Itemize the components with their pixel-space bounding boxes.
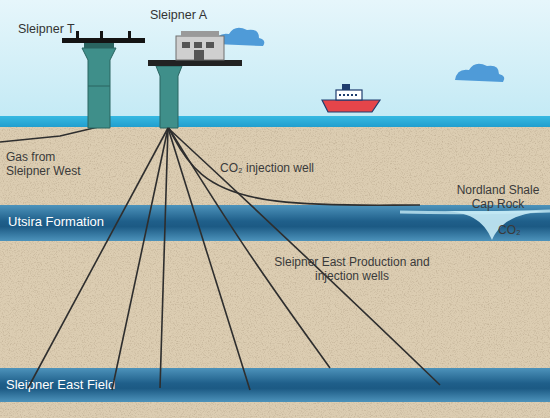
platform-drawing: [70, 36, 145, 128]
well-line: [112, 128, 168, 390]
reservoir-band: Sleipner East Field: [0, 368, 550, 402]
caprock-label: Nordland Shale Cap Rock: [448, 183, 548, 211]
platform-node: Sleipner A: [148, 28, 242, 128]
building-window: [182, 42, 190, 48]
well-label: CO₂ injection well: [220, 161, 314, 175]
edge-layer: [169, 128, 420, 368]
node-label: Sleipner East Field: [6, 378, 115, 392]
node-label: Sleipner A: [150, 8, 207, 22]
tower-band: [88, 86, 110, 87]
platform-tower: [82, 48, 116, 128]
formation-band: Utsira Formation: [0, 205, 550, 241]
deck-post: [100, 31, 103, 39]
building-window: [194, 42, 202, 48]
well-connector: [169, 128, 420, 205]
cloud: [455, 64, 504, 82]
sky: [0, 0, 550, 118]
platform-deck: [62, 38, 145, 43]
node-label: Utsira Formation: [8, 215, 104, 229]
co2-label: CO₂: [498, 223, 521, 237]
ship-windows: [339, 94, 359, 96]
ship-cabin: [336, 90, 362, 100]
platform-leg: [156, 66, 182, 128]
well-label: Sleipner East Production and injection w…: [262, 255, 442, 283]
ship-funnel: [342, 84, 350, 90]
sediment: [0, 127, 550, 418]
pipeline-label: Gas from Sleipner West: [6, 150, 88, 178]
sediment-texture: [0, 127, 550, 418]
platform-deck: [148, 60, 242, 66]
building-window: [206, 42, 214, 48]
co2-plume: [440, 211, 550, 240]
platform-building: [176, 36, 224, 60]
tower-cap: [84, 43, 114, 48]
platform-node: Sleipner T: [70, 36, 145, 128]
building-door: [194, 50, 204, 60]
deck-post: [76, 31, 79, 39]
ship-hull: [322, 100, 380, 112]
platform-drawing: [148, 28, 242, 128]
co2-spread: [400, 211, 550, 213]
well-line: [160, 128, 168, 388]
sea: [0, 116, 550, 128]
node-label: Sleipner T: [18, 22, 75, 36]
well-connector: [169, 128, 330, 368]
ship: [322, 84, 380, 112]
deck-post: [128, 31, 131, 39]
gas-pipeline: [0, 127, 98, 142]
building-roof: [181, 31, 219, 36]
